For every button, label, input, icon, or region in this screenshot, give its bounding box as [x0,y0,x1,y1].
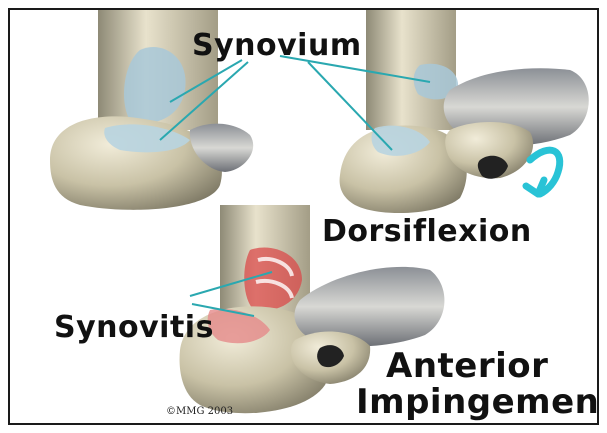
dorsiflexion-arrow-icon [526,150,560,194]
dorsiflexion-label: Dorsiflexion [322,214,532,249]
synovium-label: Synovium [192,28,362,63]
anterior-label: Anterior [386,346,548,386]
synovitis-label: Synovitis [54,310,214,345]
illustration-frame: Synovium Dorsiflexion Synovitis Anterior… [8,8,599,425]
dorsiflexion-panel [340,10,589,213]
copyright-notice: ©MMG 2003 [166,406,233,417]
impingement-label: Impingement [356,382,599,422]
